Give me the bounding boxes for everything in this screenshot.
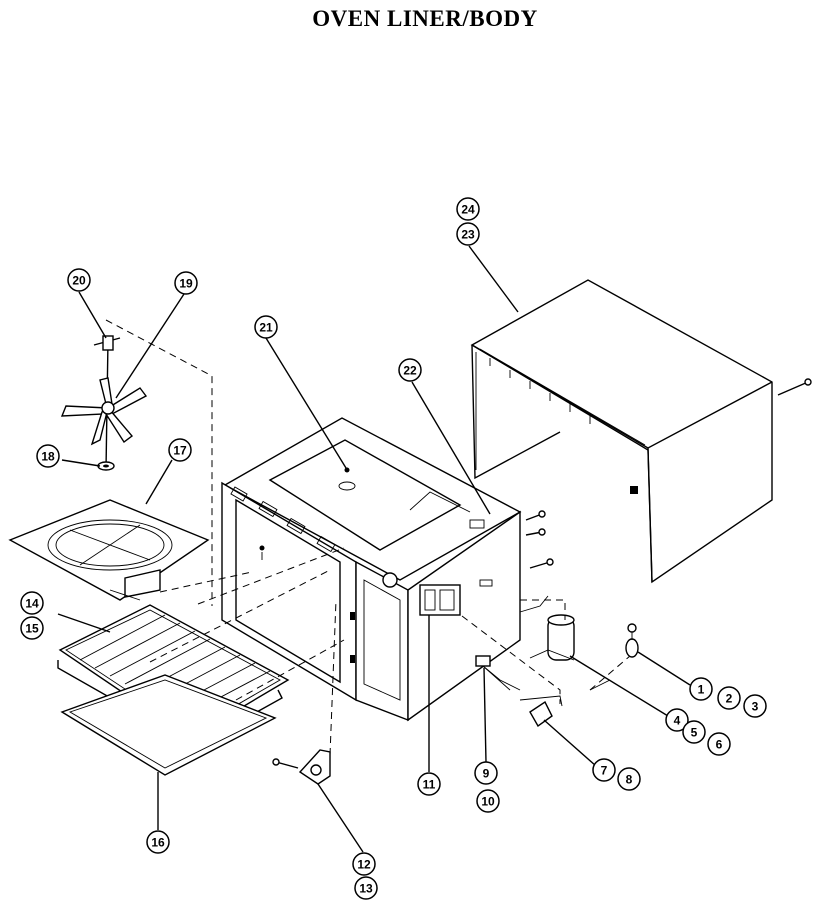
callout-circle — [174, 271, 198, 295]
callout-label: 6 — [716, 738, 723, 752]
page-title: OVEN LINER/BODY — [312, 6, 538, 31]
bracket — [272, 749, 331, 785]
callout-label: 16 — [151, 836, 165, 850]
callout-label: 4 — [674, 714, 681, 728]
callout-11: 11 — [417, 772, 441, 796]
callout-circle — [474, 761, 498, 785]
callout-circle — [398, 358, 422, 382]
callout-label: 17 — [173, 444, 187, 458]
callout-circle — [168, 438, 192, 462]
alignment-lines — [105, 319, 631, 756]
callout-circle — [417, 772, 441, 796]
callout-13: 13 — [354, 876, 378, 900]
callout-label: 20 — [72, 274, 86, 288]
callout-label: 21 — [259, 321, 273, 335]
callout-6: 6 — [707, 732, 731, 756]
callout-20: 20 — [67, 268, 91, 292]
callout-14: 14 — [20, 591, 44, 615]
callout-label: 22 — [403, 364, 417, 378]
callout-label: 23 — [461, 228, 475, 242]
callout-label: 14 — [25, 597, 39, 611]
callout-12: 12 — [352, 852, 376, 876]
callout-circle — [707, 732, 731, 756]
small-parts — [475, 614, 639, 728]
callout-circle — [456, 222, 480, 246]
callout-16: 16 — [146, 830, 170, 854]
callout-circle — [67, 268, 91, 292]
callout-circle — [352, 852, 376, 876]
outer-cabinet — [470, 279, 812, 584]
callout-circle — [36, 444, 60, 468]
callout-circle — [456, 197, 480, 221]
callout-circle — [689, 677, 713, 701]
callout-22: 22 — [398, 358, 422, 382]
callout-label: 18 — [41, 450, 55, 464]
callout-label: 8 — [626, 773, 633, 787]
broil-tray — [60, 674, 277, 776]
callout-9: 9 — [474, 761, 498, 785]
callout-19: 19 — [174, 271, 198, 295]
callout-circle — [146, 830, 170, 854]
callout-21: 21 — [254, 315, 278, 339]
callout-2: 2 — [717, 686, 741, 710]
callout-10: 10 — [476, 789, 500, 813]
fan-baffle — [8, 499, 210, 601]
callout-circle — [20, 591, 44, 615]
callout-label: 15 — [25, 622, 39, 636]
callout-label: 13 — [359, 882, 373, 896]
callout-24: 24 — [456, 197, 480, 221]
callout-circle — [617, 767, 641, 791]
leader-lines — [57, 245, 691, 853]
callout-label: 5 — [691, 726, 698, 740]
callout-7: 7 — [592, 758, 616, 782]
callout-label: 19 — [179, 277, 193, 291]
callout-circle — [592, 758, 616, 782]
callout-circle — [354, 876, 378, 900]
callout-17: 17 — [168, 438, 192, 462]
callout-label: 10 — [481, 795, 495, 809]
callout-label: 2 — [726, 692, 733, 706]
callout-circle — [254, 315, 278, 339]
callout-circle — [665, 708, 689, 732]
callout-circle — [476, 789, 500, 813]
callout-3: 3 — [743, 694, 767, 718]
callout-label: 24 — [461, 203, 475, 217]
callout-circle — [717, 686, 741, 710]
callout-circle — [682, 720, 706, 744]
callout-15: 15 — [20, 616, 44, 640]
callout-23: 23 — [456, 222, 480, 246]
oven-body — [221, 417, 554, 722]
callout-label: 11 — [423, 778, 436, 792]
callout-8: 8 — [617, 767, 641, 791]
callout-5: 5 — [682, 720, 706, 744]
convection-fan — [60, 335, 148, 471]
callout-4: 4 — [665, 708, 689, 732]
callout-label: 3 — [752, 700, 759, 714]
callout-1: 1 — [689, 677, 713, 701]
callout-label: 1 — [698, 683, 705, 697]
callout-circle — [743, 694, 767, 718]
callout-label: 12 — [357, 858, 371, 872]
callout-circle — [20, 616, 44, 640]
callout-label: 9 — [483, 767, 490, 781]
callout-label: 7 — [601, 764, 608, 778]
callout-18: 18 — [36, 444, 60, 468]
